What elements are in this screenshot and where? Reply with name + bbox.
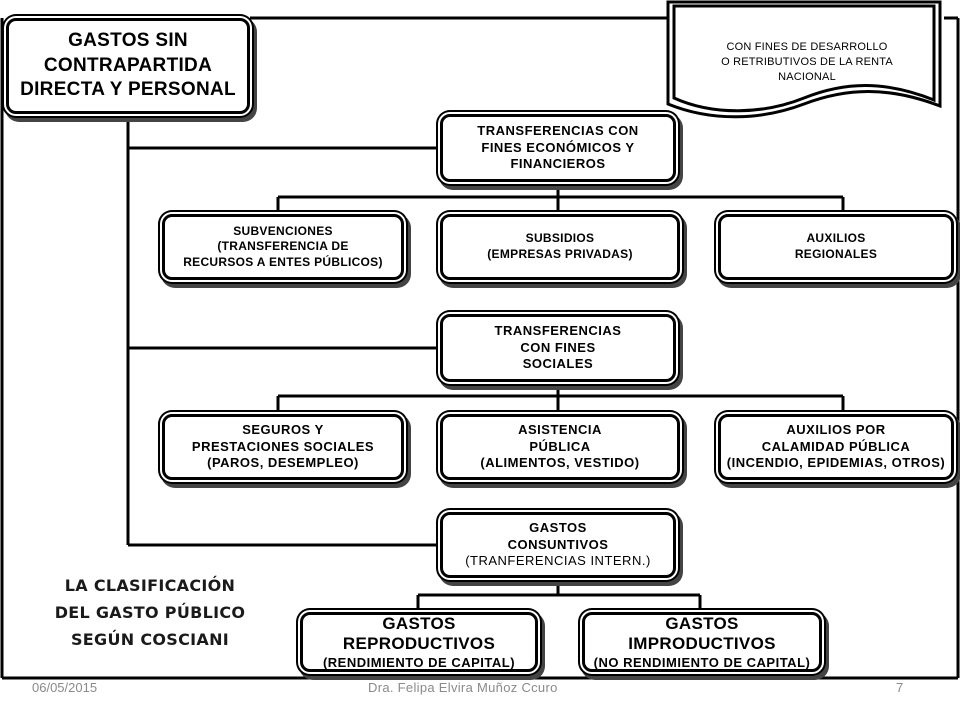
caption-line-2: DEL GASTO PÚBLICO xyxy=(54,603,246,623)
subvenciones-line-1: SUBVENCIONES xyxy=(233,223,333,238)
root-line-1: GASTOS SIN xyxy=(68,29,188,51)
economicas-line-3: FINANCIEROS xyxy=(510,156,606,172)
banner-line-1: CON FINES DE DESARROLLO xyxy=(726,41,888,53)
calamidad-line-1: AUXILIOS POR xyxy=(786,421,886,437)
improductivos-line-1: GASTOS xyxy=(665,613,739,633)
consuntivos-line-2: CONSUNTIVOS xyxy=(507,536,609,552)
footer-date: 06/05/2015 xyxy=(32,680,98,695)
reproductivos-line-1: GASTOS xyxy=(382,613,456,633)
banner-text: CON FINES DE DESARROLLO O RETRIBUTIVOS D… xyxy=(672,40,942,85)
banner-line-3: NACIONAL xyxy=(778,70,836,83)
improductivos-line-2: IMPRODUCTIVOS xyxy=(628,634,776,654)
caption-line-1: LA CLASIFICACIÓN xyxy=(64,576,236,595)
subvenciones-line-2: (TRANSFERENCIA DE xyxy=(217,239,349,254)
improductivos-line-3: (NO RENDIMIENTO DE CAPITAL) xyxy=(593,654,811,670)
footer-page-number: 7 xyxy=(896,680,904,695)
node-gastos-improductivos: GASTOS IMPRODUCTIVOS (NO RENDIMIENTO DE … xyxy=(582,612,822,672)
node-transferencias-sociales: TRANSFERENCIAS CON FINES SOCIALES xyxy=(440,314,676,382)
consuntivos-line-1: GASTOS xyxy=(529,519,587,535)
root-line-2: CONTRAPARTIDA xyxy=(43,54,213,76)
sociales-line-1: TRANSFERENCIAS xyxy=(494,322,622,338)
node-auxilios-calamidad: AUXILIOS POR CALAMIDAD PÚBLICA (INCENDIO… xyxy=(718,414,954,480)
seguros-line-1: SEGUROS Y xyxy=(242,421,324,437)
auxilios-line-1: AUXILIOS xyxy=(806,231,866,246)
subvenciones-line-3: RECURSOS A ENTES PÚBLICOS) xyxy=(183,254,383,269)
economicas-line-1: TRANSFERENCIAS CON xyxy=(477,122,639,138)
node-auxilios-regionales: AUXILIOS REGIONALES xyxy=(718,214,954,280)
node-asistencia: ASISTENCIA PÚBLICA (ALIMENTOS, VESTIDO) xyxy=(440,414,680,480)
sociales-line-3: SOCIALES xyxy=(522,356,594,372)
reproductivos-line-3: (RENDIMIENTO DE CAPITAL) xyxy=(322,654,516,670)
economicas-line-2: FINES ECONÓMICOS Y xyxy=(481,139,635,155)
seguros-line-3: (PAROS, DESEMPLEO) xyxy=(207,455,359,471)
diagram-caption: LA CLASIFICACIÓN DEL GASTO PÚBLICO SEGÚN… xyxy=(30,572,270,654)
asistencia-line-3: (ALIMENTOS, VESTIDO) xyxy=(480,455,640,471)
seguros-line-2: PRESTACIONES SOCIALES xyxy=(191,438,375,454)
banner-shape xyxy=(666,0,942,119)
sociales-line-2: CON FINES xyxy=(520,339,596,355)
node-subvenciones: SUBVENCIONES (TRANSFERENCIA DE RECURSOS … xyxy=(162,214,404,280)
calamidad-line-2: CALAMIDAD PÚBLICA xyxy=(761,438,911,454)
consuntivos-line-3: (TRANFERENCIAS INTERN.) xyxy=(465,553,651,569)
subsidios-line-2: (EMPRESAS PRIVADAS) xyxy=(487,247,633,261)
auxilios-line-2: REGIONALES xyxy=(794,247,878,261)
root-line-3: DIRECTA Y PERSONAL xyxy=(20,79,236,101)
subsidios-line-1: SUBSIDIOS xyxy=(525,231,595,246)
root-node: GASTOS SIN CONTRAPARTIDA DIRECTA Y PERSO… xyxy=(6,18,250,114)
asistencia-line-2: PÚBLICA xyxy=(529,438,591,454)
footer-author: Dra. Felipa Elvira Muñoz Ccuro xyxy=(368,680,558,695)
node-gastos-reproductivos: GASTOS REPRODUCTIVOS (RENDIMIENTO DE CAP… xyxy=(300,612,538,672)
node-subsidios: SUBSIDIOS (EMPRESAS PRIVADAS) xyxy=(440,214,680,280)
banner-line-2: O RETRIBUTIVOS DE LA RENTA xyxy=(721,55,893,68)
caption-line-3: SEGÚN COSCIANI xyxy=(70,630,230,650)
reproductivos-line-2: REPRODUCTIVOS xyxy=(342,634,496,654)
node-gastos-consuntivos: GASTOS CONSUNTIVOS (TRANFERENCIAS INTERN… xyxy=(440,512,676,578)
calamidad-line-3: (INCENDIO, EPIDEMIAS, OTROS) xyxy=(726,455,946,471)
asistencia-line-1: ASISTENCIA xyxy=(518,421,602,437)
node-seguros: SEGUROS Y PRESTACIONES SOCIALES (PAROS, … xyxy=(162,414,404,480)
node-transferencias-economicas: TRANSFERENCIAS CON FINES ECONÓMICOS Y FI… xyxy=(440,114,676,182)
